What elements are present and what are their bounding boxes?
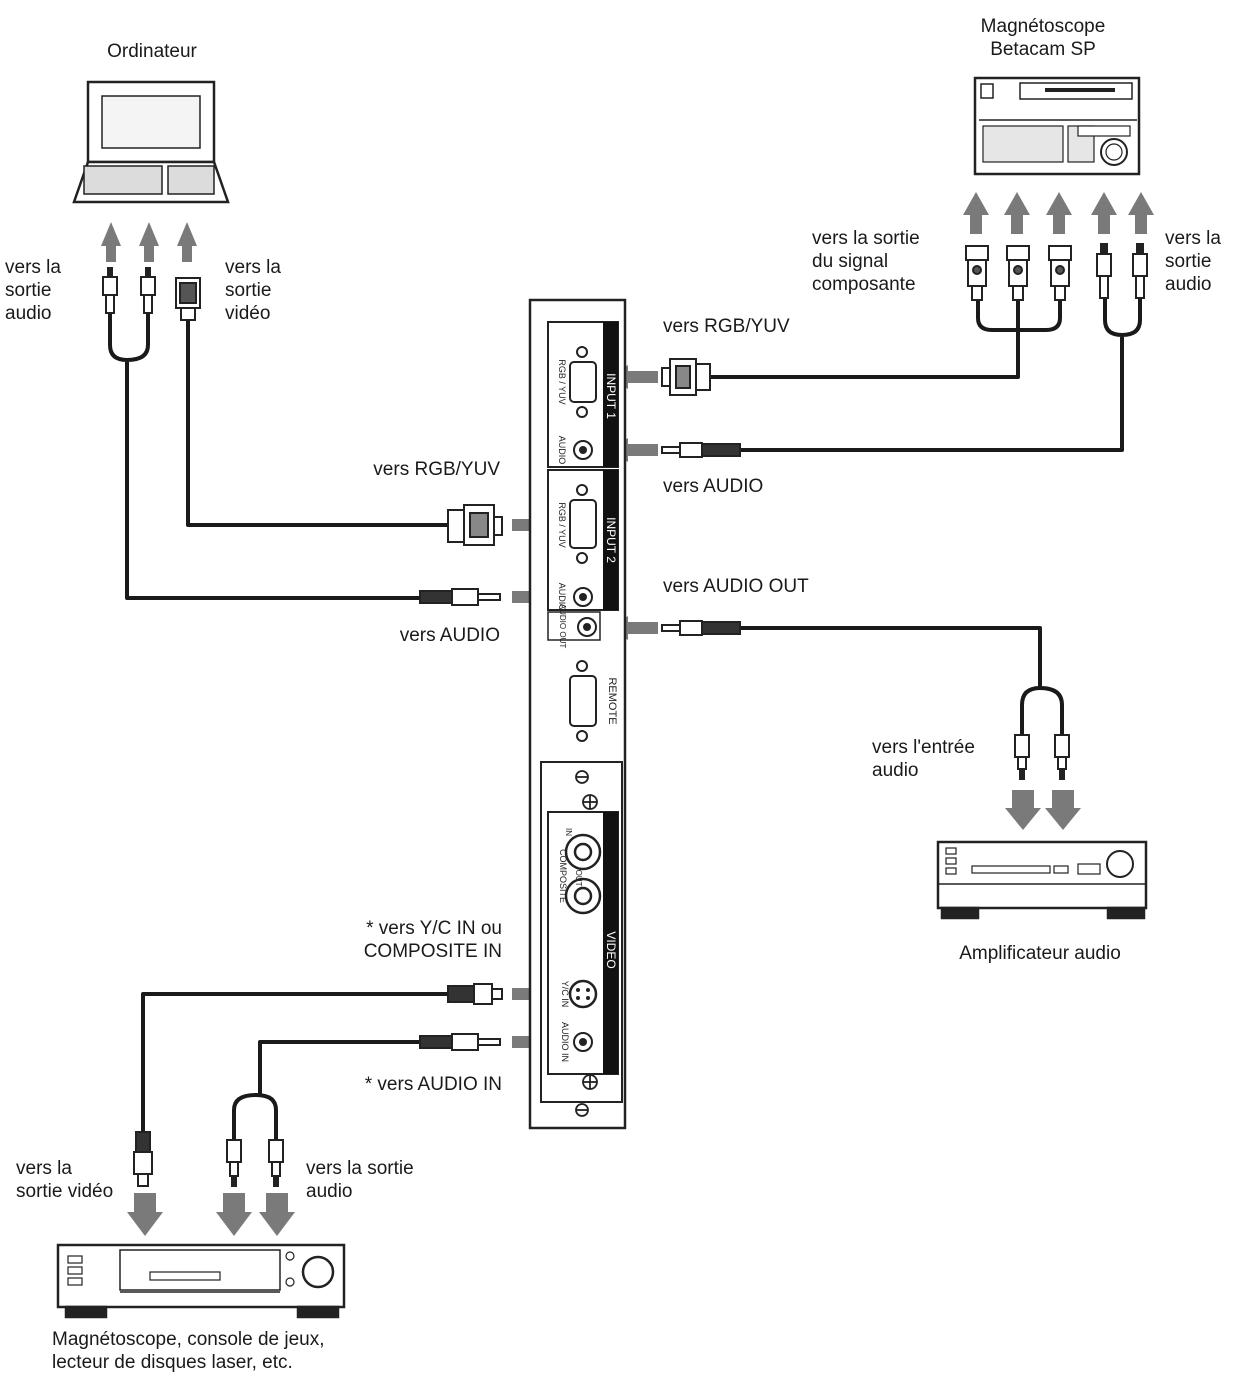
arrow-up-icon — [139, 222, 159, 262]
rca-plug-icon — [1096, 243, 1112, 299]
arrow-up-icon — [1004, 192, 1030, 234]
rca-plug-icon — [268, 1139, 284, 1187]
beta-audio-cable — [738, 296, 1142, 452]
panel-audio-1: AUDIO — [557, 436, 567, 465]
to-audio-2-label: vers AUDIO — [399, 625, 500, 646]
remote-port-icon — [569, 660, 597, 742]
panel-composite: COMPOSITE — [558, 849, 568, 903]
panel-audio-out: AUDIO OUT — [558, 604, 567, 649]
panel-out: OUT — [574, 870, 583, 887]
rca-plug-icon — [226, 1139, 242, 1187]
mini-jack-plug-icon — [661, 620, 741, 636]
connectors — [102, 243, 1148, 1187]
beta-component-cable — [706, 296, 1062, 379]
audio-amplifier-label: Amplificateur audio — [959, 943, 1121, 964]
audio-jack-icon — [573, 440, 593, 460]
dsub-plug-icon — [661, 358, 711, 396]
panel-input2-label: INPUT 2 — [604, 517, 618, 563]
vcr-audio-out-label: vers la sortie audio — [306, 1158, 414, 1202]
svideo-plug-icon — [133, 1131, 153, 1187]
panel-audio-in: AUDIO IN — [560, 1022, 570, 1062]
pc-video-cable — [186, 316, 450, 527]
betacam-vcr-label: Magnétoscope Betacam SP — [980, 16, 1106, 60]
to-yc-composite-in-label: * vers Y/C IN ou COMPOSITE IN — [363, 918, 502, 962]
video-label-bar — [603, 812, 618, 1074]
to-rgb-yuv-1-label: vers RGB/YUV — [663, 316, 790, 337]
arrow-down-icon — [127, 1193, 163, 1236]
vcr-console-device — [56, 1243, 346, 1319]
beta-component-out-label: vers la sortie du signal composante — [812, 228, 920, 295]
audio-jack-icon — [573, 1032, 593, 1052]
bnc-plug-icon — [1006, 245, 1030, 301]
pc-audio-out-label: vers la sortie audio — [5, 257, 61, 324]
to-audio-in-label: * vers AUDIO IN — [364, 1074, 502, 1095]
dsub-plug-icon — [447, 504, 503, 546]
rca-plug-icon — [1132, 243, 1148, 299]
mini-jack-plug-icon — [419, 1033, 501, 1051]
computer-device — [72, 80, 230, 204]
bnc-plug-icon — [965, 245, 989, 301]
pc-audio-cable — [108, 310, 432, 600]
panel-video-label: VIDEO — [604, 931, 618, 968]
mini-jack-plug-icon — [419, 588, 501, 606]
vga-plug-icon — [175, 277, 201, 321]
vcr-video-cable — [141, 992, 450, 1142]
vcr-audio-cable — [232, 1040, 432, 1142]
bnc-plug-icon — [1048, 245, 1072, 301]
panel-yc-in: Y/C IN — [560, 981, 570, 1008]
to-audio-out-label: vers AUDIO OUT — [663, 576, 809, 597]
beta-audio-out-label: vers la sortie audio — [1165, 228, 1221, 295]
cables — [108, 296, 1142, 1142]
arrow-up-icon — [177, 222, 197, 262]
arrow-up-icon — [963, 192, 989, 234]
to-rgb-yuv-2-label: vers RGB/YUV — [373, 459, 500, 480]
arrow-up-icon — [1091, 192, 1117, 234]
input2-label-bar — [603, 470, 618, 610]
arrow-up-icon — [101, 222, 121, 262]
amp-audio-cable — [736, 626, 1064, 737]
betacam-vcr-device — [973, 76, 1141, 176]
vcr-video-out-label: vers la sortie vidéo — [16, 1158, 114, 1202]
arrow-down-icon — [1045, 790, 1081, 830]
panel-remote: REMOTE — [606, 677, 618, 724]
rca-plug-icon — [140, 267, 156, 314]
input1-label-bar — [603, 322, 618, 467]
rca-plug-icon — [1014, 734, 1030, 780]
audio-jack-icon — [573, 587, 593, 607]
vga-port-icon — [569, 484, 597, 564]
panel-input1-label: INPUT 1 — [604, 373, 618, 419]
arrow-down-icon — [259, 1193, 295, 1236]
panel-audio-2: AUDIO — [557, 583, 567, 612]
panel-in: IN — [564, 828, 573, 836]
audio-amplifier-device — [936, 840, 1148, 920]
arrow-up-icon — [1046, 192, 1072, 234]
svideo-port-icon — [568, 979, 598, 1009]
to-audio-1-label: vers AUDIO — [663, 476, 764, 497]
rca-plug-icon — [102, 267, 118, 314]
vga-port-icon — [569, 346, 597, 418]
arrow-down-icon — [1005, 790, 1041, 830]
svideo-plug-icon — [447, 983, 503, 1005]
amp-audio-in-label: vers l'entrée audio — [872, 737, 975, 781]
computer-label: Ordinateur — [107, 41, 197, 62]
vcr-console-label: Magnétoscope, console de jeux, lecteur d… — [52, 1329, 325, 1373]
pc-video-out-label: vers la sortie vidéo — [225, 257, 281, 324]
mini-jack-plug-icon — [661, 442, 741, 458]
bnc-port-icon — [564, 833, 602, 915]
panel-rgb-yuv-1: RGB / YUV — [557, 359, 567, 404]
rca-plug-icon — [1054, 734, 1070, 780]
panel-rgb-yuv-2: RGB / YUV — [557, 502, 567, 547]
audio-jack-icon — [577, 617, 597, 637]
monitor-rear-panel: INPUT 1 INPUT 2 VIDEO RGB / YUV AUDIO RG… — [528, 298, 627, 1130]
arrow-down-icon — [216, 1193, 252, 1236]
arrow-up-icon — [1128, 192, 1154, 234]
